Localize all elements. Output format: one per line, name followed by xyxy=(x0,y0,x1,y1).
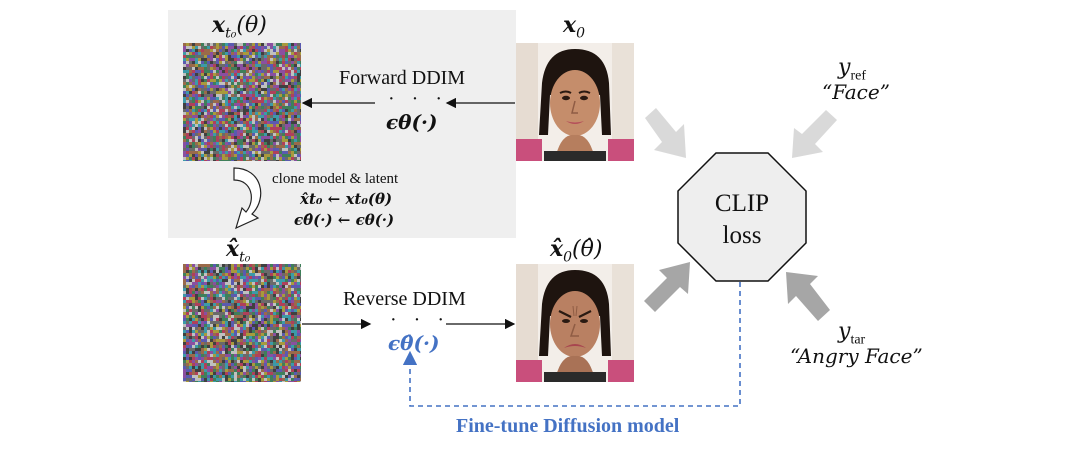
target-text-symbol: ytar xyxy=(838,319,866,348)
result-image-label: x̂0(θ̂) xyxy=(550,236,603,266)
ref-text-prompt: “Face” xyxy=(822,80,890,104)
finetune-dashed-line xyxy=(402,282,741,407)
clone-title: clone model & latent xyxy=(272,171,399,187)
clip-loss-line1: CLIP xyxy=(714,190,770,217)
arrow-source-to-clip xyxy=(645,108,686,158)
reverse-ddim-label: Reverse DDIM xyxy=(343,288,466,310)
source-image-label: x0 xyxy=(563,12,586,42)
reverse-eps-label: ϵθ̂(·) xyxy=(388,331,440,355)
clone-model-assign: ϵθ̂(·) ← ϵθ(·) xyxy=(294,211,395,229)
face-image-source xyxy=(516,43,634,161)
arrow-ref-to-clip xyxy=(792,110,837,158)
clone-arrow xyxy=(233,167,262,230)
finetune-label: Fine-tune Diffusion model xyxy=(456,415,680,437)
clip-loss-label: CLIP loss xyxy=(678,188,806,252)
target-text-prompt: “Angry Face” xyxy=(790,344,923,368)
ref-text-symbol: yref xyxy=(838,55,866,84)
reverse-latent-label: x̂t₀ xyxy=(226,236,251,266)
arrow-tar-to-clip xyxy=(786,272,830,321)
clip-loss-octagon xyxy=(677,152,807,282)
reverse-dots: · · · xyxy=(390,309,450,331)
noise-latent-top xyxy=(183,43,301,161)
forward-latent-label: xt₀(θ) xyxy=(212,12,267,42)
clip-loss-line2: loss xyxy=(722,222,762,249)
clone-latent-assign: x̂t₀ ← xt₀(θ) xyxy=(300,190,393,208)
forward-dots: · · · xyxy=(388,88,448,110)
arrow-result-to-clip xyxy=(644,262,690,312)
noise-latent-bottom xyxy=(183,264,301,382)
forward-ddim-label: Forward DDIM xyxy=(339,67,466,89)
forward-eps-label: ϵθ(·) xyxy=(386,110,438,134)
face-image-angry xyxy=(516,264,634,382)
